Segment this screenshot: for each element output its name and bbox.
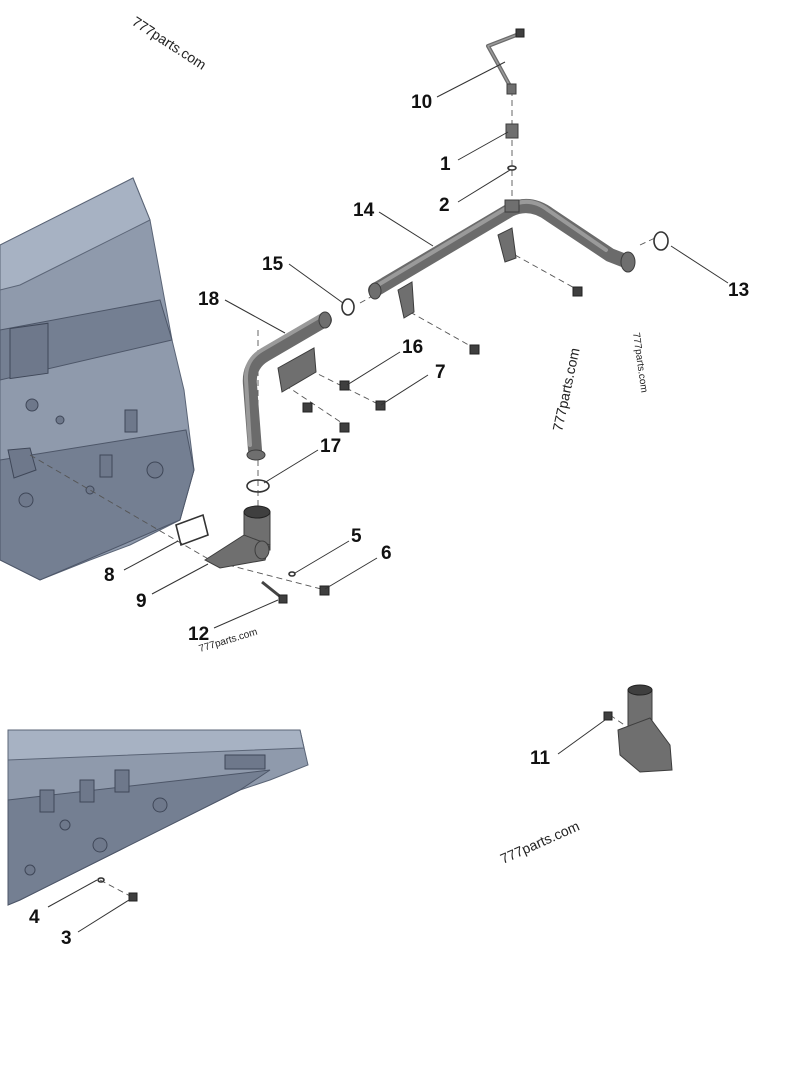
callout-8: 8 [104, 565, 115, 586]
part-4-washer [97, 877, 105, 883]
callout-11: 11 [530, 748, 551, 769]
callout-3: 3 [61, 928, 72, 949]
part-18-tube [242, 311, 332, 461]
callout-7: 7 [435, 362, 446, 383]
part-2-washer [507, 165, 517, 171]
part-9-housing [204, 505, 271, 569]
part-8-gasket [175, 513, 209, 547]
part-nuts-14 [469, 286, 583, 355]
part-14-tube [368, 199, 636, 319]
callout-2: 2 [439, 195, 450, 216]
callout-10: 10 [411, 92, 432, 113]
part-17-o-ring [246, 479, 270, 493]
callout-18: 18 [198, 289, 219, 310]
engine-block-lower [7, 729, 309, 906]
callout-4: 4 [29, 907, 40, 928]
part-7-nut [375, 400, 386, 411]
callout-9: 9 [136, 591, 147, 612]
part-16-nut [302, 380, 350, 433]
watermark-5: 777parts.com [498, 818, 582, 867]
leader-lines [47, 61, 729, 933]
callout-14: 14 [353, 200, 375, 221]
part-12-bolt [261, 580, 288, 604]
watermark-2: 777parts.com [549, 346, 582, 432]
part-13-o-ring [653, 231, 669, 251]
callout-6: 6 [381, 543, 392, 564]
callout-5: 5 [351, 526, 362, 547]
engine-block-upper [0, 177, 195, 581]
watermark-3: 777parts.com [630, 332, 649, 394]
callout-17: 17 [320, 436, 341, 457]
part-6-nut [319, 585, 330, 596]
part-10-tube [486, 28, 525, 95]
callouts: 10 1 2 14 15 18 13 16 7 17 5 6 8 9 12 11… [29, 92, 749, 949]
callout-15: 15 [262, 254, 284, 275]
watermark-1: 777parts.com [129, 13, 209, 73]
callout-16: 16 [402, 337, 423, 358]
callout-13: 13 [728, 280, 749, 301]
callout-12: 12 [188, 624, 209, 645]
part-5-washer [288, 571, 296, 577]
part-15-o-ring [341, 298, 355, 316]
callout-1: 1 [440, 154, 451, 175]
part-3-plug [128, 892, 138, 902]
part-11-housing [603, 684, 673, 773]
part-1-fitting [505, 123, 519, 139]
